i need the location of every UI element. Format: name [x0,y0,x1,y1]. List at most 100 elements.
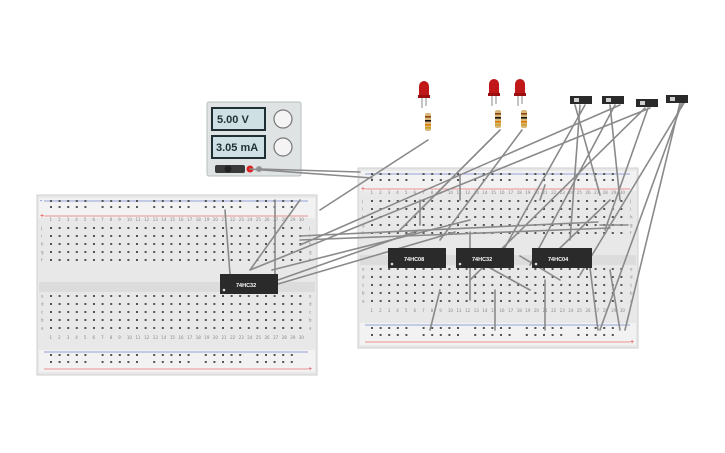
strip-hole [222,295,224,297]
strip-hole [482,276,485,278]
strip-hole [508,284,511,286]
chip-74hc08[interactable]: 74HC08 [388,248,446,268]
rail-hole [204,361,207,363]
chip-74hc32-right[interactable]: 74HC32 [456,248,514,268]
strip-hole [465,224,468,226]
strip-hole [170,243,173,245]
wire[interactable] [569,104,581,241]
strip-hole [179,327,181,329]
power-supply[interactable]: 5.00 V 3.05 mA [206,101,302,177]
current-knob[interactable] [273,137,293,157]
strip-hole [222,259,224,261]
wire[interactable] [429,289,441,331]
wire[interactable] [277,231,456,285]
strip-hole [568,284,571,286]
strip-hole [282,243,285,245]
strip-hole [136,295,138,297]
strip-hole [144,303,147,305]
column-number: 19 [204,217,210,222]
rail-hole [431,327,434,329]
wire[interactable] [224,209,231,275]
column-number: 23 [239,217,245,222]
rail-hole [491,173,494,175]
strip-hole [500,276,502,278]
slide-switch[interactable] [666,95,688,103]
strip-hole [222,251,224,253]
wire[interactable] [489,267,531,291]
strip-hole [431,284,434,286]
strip-hole [568,276,571,278]
rail-hole [448,334,451,336]
strip-hole [500,208,502,210]
led[interactable] [488,79,500,106]
wire[interactable] [579,102,685,276]
strip-hole [534,200,537,202]
strip-hole [67,319,70,321]
strip-hole [594,232,597,234]
led[interactable] [418,81,430,108]
strip-hole [586,292,588,294]
wire[interactable] [539,184,546,201]
rail-hole [282,206,285,208]
rail-hole [84,200,87,202]
strip-hole [577,208,580,210]
wire[interactable] [271,219,471,271]
rail-hole [457,173,459,175]
current-display: 3.05 mA [216,142,258,154]
strip-hole [84,311,87,313]
strip-hole [136,227,138,229]
rail-hole [457,179,459,181]
column-number: 29 [290,335,296,340]
strip-hole [230,243,233,245]
resistor[interactable] [521,110,527,128]
strip-hole [465,292,468,294]
resistor[interactable] [495,110,501,128]
rail-hole [58,206,61,208]
rail-hole [457,327,459,329]
row-label: c [41,310,43,315]
strip-hole [204,303,207,305]
wire[interactable] [624,102,681,331]
slide-switch[interactable] [602,96,624,104]
strip-hole [439,268,442,270]
wire[interactable] [604,107,649,231]
wire[interactable] [589,267,599,331]
wire[interactable] [299,227,611,241]
wire[interactable] [609,104,621,201]
wire[interactable] [249,168,373,179]
wire[interactable] [494,104,586,266]
rail-hole [534,173,537,175]
rail-hole [118,354,121,356]
chip-74hc32-left[interactable]: 74HC32 [220,274,278,294]
strip-hole [196,227,199,229]
wire[interactable] [258,168,361,173]
wire[interactable] [249,107,651,271]
wire[interactable] [529,104,616,266]
slide-switch[interactable] [636,99,658,107]
slide-switch[interactable] [570,96,592,104]
strip-hole [136,319,138,321]
negative-terminal[interactable] [224,165,232,173]
strip-hole [230,303,233,305]
rail-hole [213,200,216,202]
resistor[interactable] [425,113,431,131]
strip-hole [457,200,459,202]
strip-hole [127,243,130,245]
wire[interactable] [319,139,429,211]
column-number: 15 [170,217,176,222]
wire[interactable] [609,269,621,331]
led[interactable] [514,79,526,106]
strip-hole [586,232,588,234]
strip-hole [525,200,528,202]
strip-hole [50,295,52,297]
voltage-knob[interactable] [273,109,293,129]
wire[interactable] [299,221,599,237]
strip-hole [543,276,545,278]
strip-hole [110,259,113,261]
chip-74hc04[interactable]: 74HC04 [532,248,592,268]
strip-hole [247,311,250,313]
column-number: 7 [422,190,425,195]
wire[interactable] [439,129,523,241]
strip-hole [144,251,147,253]
wire[interactable] [559,199,611,249]
